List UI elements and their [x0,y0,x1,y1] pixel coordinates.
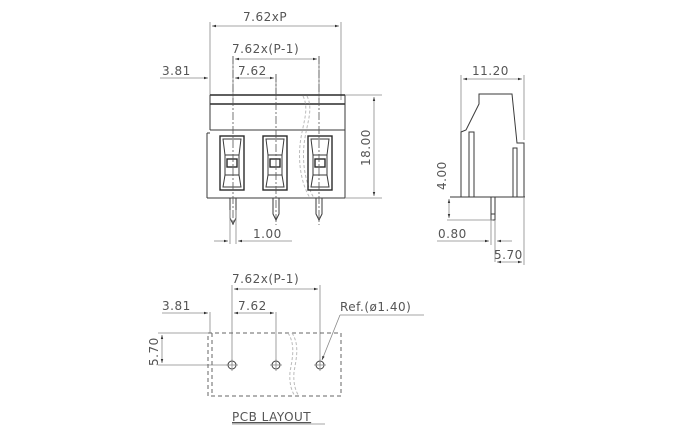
pitch-span-label: 7.62x(P-1) [232,42,299,56]
pcb-pitch-span-label: 7.62x(P-1) [232,272,299,286]
dim-edge-offset: 3.81 [160,64,208,80]
dim-overall-width: 7.62xP [209,10,342,100]
pcb-dim-row-offset: 5.70 [147,332,228,366]
dim-pin-offset: 5.70 [494,197,525,265]
pcb-pitch-label: 7.62 [238,299,267,313]
pcb-dim-edge-offset: 3.81 [162,299,211,333]
pin-length-label: 4.00 [435,161,449,190]
pcb-dim-pitch-span: 7.62x(P-1) [231,272,321,365]
hole-ref-label: Ref.(ø1.40) [340,300,411,314]
pcb-hole-ref: Ref.(ø1.40) [321,300,424,361]
side-view: 11.20 4.00 0.80 5.70 [435,64,525,265]
pcb-edge-offset-label: 3.81 [162,299,191,313]
pitch-label: 7.62 [238,64,267,78]
pcb-dim-pitch: 7.62 [234,299,277,365]
dim-pin-thickness: 0.80 [437,220,512,262]
dim-height: 18.00 [345,94,382,199]
front-view: 7.62xP 7.62x(P-1) 7.62 3.81 [160,10,382,244]
terminal-2 [262,135,288,191]
pin-offset-label: 5.70 [494,248,523,262]
dim-pin-width: 1.00 [214,210,292,244]
height-label: 18.00 [359,129,373,166]
pin-width-label: 1.00 [253,227,282,241]
pcb-holes [226,359,326,371]
pin-thickness-label: 0.80 [438,227,467,241]
pcb-layout-title: PCB LAYOUT [232,410,311,424]
edge-offset-label: 3.81 [162,64,191,78]
dim-pin-length: 4.00 [435,161,493,221]
overall-width-label: 7.62xP [243,10,287,24]
depth-label: 11.20 [472,64,509,78]
terminal-3 [307,135,333,191]
dim-depth: 11.20 [460,64,525,140]
terminal-1 [219,135,245,191]
pcb-row-offset-label: 5.70 [147,337,161,366]
pcb-layout: 7.62x(P-1) 7.62 3.81 5.70 [147,272,424,425]
